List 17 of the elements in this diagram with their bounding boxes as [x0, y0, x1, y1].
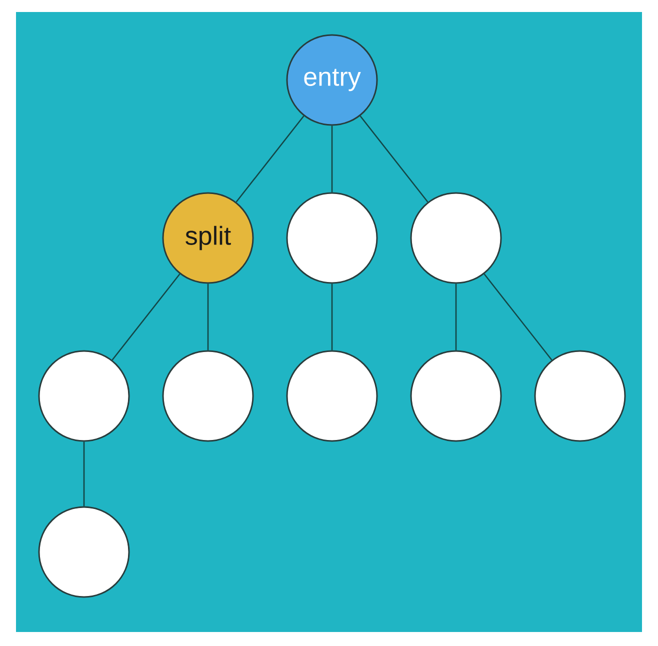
empty-node-circle: [410, 350, 502, 442]
empty-node-circle: [38, 350, 130, 442]
connector-line: [236, 116, 304, 202]
connector-line: [360, 116, 428, 202]
connector-line: [484, 274, 552, 360]
connector-line: [331, 126, 333, 192]
empty-node-circle: [162, 350, 254, 442]
empty-node-circle: [38, 506, 130, 598]
connector-line: [83, 442, 85, 506]
empty-node-circle: [286, 192, 378, 284]
connector-line: [112, 274, 180, 360]
connector-line: [331, 284, 333, 350]
empty-node-circle: [534, 350, 626, 442]
connector-line: [207, 284, 209, 350]
empty-node-circle: [286, 350, 378, 442]
connector-line: [455, 284, 457, 350]
empty-node-circle: [410, 192, 502, 284]
